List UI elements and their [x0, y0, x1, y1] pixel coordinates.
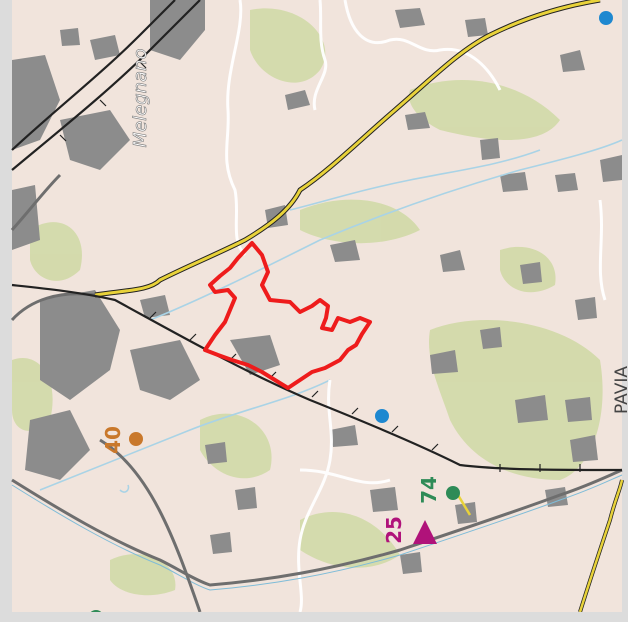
railways: [11, 0, 623, 472]
marker-40-label: 40: [101, 426, 125, 454]
marker-25[interactable]: 25: [382, 516, 437, 544]
highways: [94, 0, 624, 613]
poi-blue-dot[interactable]: [599, 11, 613, 25]
poi-blue-dot[interactable]: [375, 409, 389, 423]
urban-areas: [12, 0, 622, 574]
marker-25-triangle[interactable]: [413, 520, 437, 544]
town-label-melegnano: Melegnano: [130, 49, 151, 148]
water-courses: [39, 139, 623, 493]
marker-74-label: 74: [417, 476, 441, 504]
marker-25-label: 25: [382, 516, 406, 544]
map-frame-bottom: [0, 612, 628, 622]
marker-74[interactable]: 74: [417, 476, 460, 504]
marker-40[interactable]: 40: [101, 426, 143, 454]
marker-74-dot[interactable]: [446, 486, 460, 500]
selected-area-outline[interactable]: [203, 241, 372, 390]
railway-ties: [59, 61, 581, 472]
main-roads: [10, 173, 623, 613]
region-label-pavia: PAVIA: [612, 366, 628, 414]
marker-40-dot[interactable]: [129, 432, 143, 446]
